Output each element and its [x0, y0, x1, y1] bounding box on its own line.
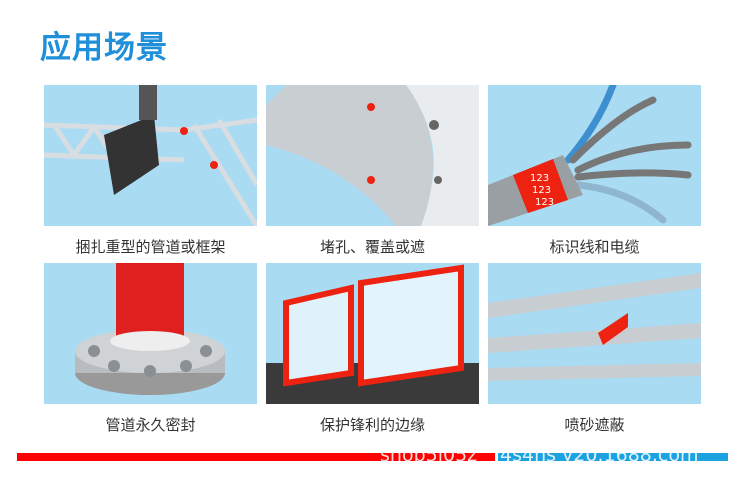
card-masking-strips: 喷砂遮蔽	[488, 263, 701, 435]
card-caption: 捆扎重型的管道或框架	[75, 238, 226, 256]
card-caption: 保护锋利的边缘	[319, 416, 425, 434]
card-caption: 管道永久密封	[105, 416, 196, 434]
truss-frame-image	[44, 85, 257, 226]
cable-marking-image: 123 123 123	[488, 85, 701, 226]
footer-blue-bar	[498, 453, 728, 461]
card-glass-panels: 保护锋利的边缘	[266, 263, 479, 435]
card-caption: 喷砂遮蔽	[564, 416, 625, 434]
footer-red-bar	[17, 453, 495, 461]
card-cable-marking: 123 123 123 标识线和电缆	[488, 85, 701, 257]
card-car-panel: 堵孔、覆盖或遮	[266, 85, 479, 257]
card-pipe-flange: 管道永久密封	[44, 263, 257, 435]
page-title: 应用场景	[40, 30, 168, 66]
masking-strips-image	[488, 263, 701, 404]
watermark-right: 4s4hs y20.1688.com	[500, 444, 699, 466]
car-panel-image	[266, 85, 479, 226]
cable-label-text: 123	[535, 197, 554, 208]
card-truss-frame: 捆扎重型的管道或框架	[44, 85, 257, 257]
glass-panels-image	[266, 263, 479, 404]
cable-label-text: 123	[532, 185, 551, 196]
watermark-left: shop5j05z	[380, 444, 478, 466]
cable-label-text: 123	[530, 173, 549, 184]
card-caption: 标识线和电缆	[549, 238, 640, 256]
card-caption: 堵孔、覆盖或遮	[319, 238, 425, 256]
pipe-flange-image	[44, 263, 257, 404]
